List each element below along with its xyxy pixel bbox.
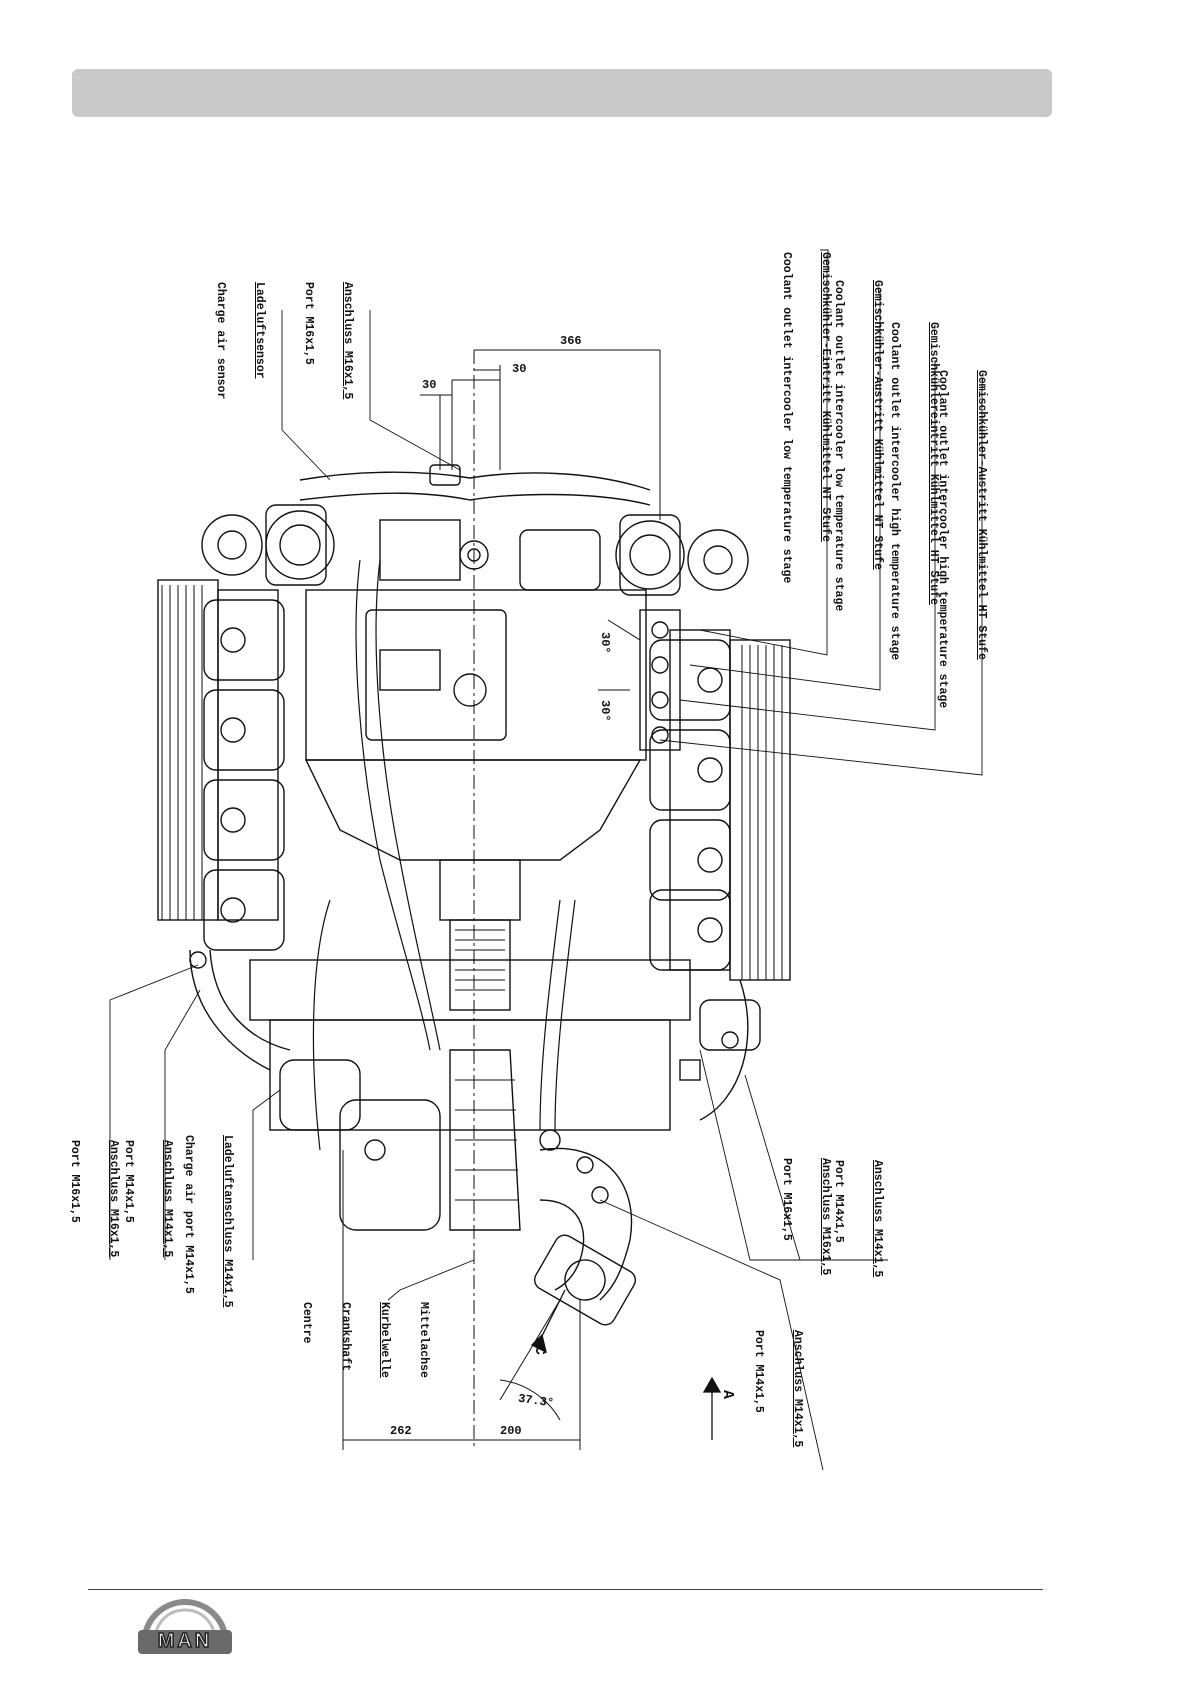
top-manifold xyxy=(299,464,651,591)
callout-nt-inlet-de: Gemischkühler-Eintritt Kühlmittel NT Stu… xyxy=(819,252,832,542)
dim-366: 366 xyxy=(560,334,582,348)
leader-lines xyxy=(109,249,983,1471)
callout-port-m16-left-en: Port M16x1,5 xyxy=(68,1140,81,1223)
callout-crankshaft-en: Crankshaft xyxy=(339,1302,352,1372)
dimension-lines xyxy=(342,349,661,1450)
dim-30-b: 30 xyxy=(422,378,437,392)
right-lower-manifold xyxy=(679,979,761,1121)
angle-30-b: 30° xyxy=(598,700,612,722)
turbochargers xyxy=(201,504,749,596)
callout-port-m16-left: Anschluss M16x1,5 Port M16x1,5 xyxy=(55,1140,146,1257)
left-cylinder-bank xyxy=(157,579,285,951)
view-label-a: A xyxy=(719,1390,736,1400)
exhaust-elbow xyxy=(533,1129,637,1326)
dim-262: 262 xyxy=(390,1424,412,1438)
header-bar xyxy=(72,69,1052,117)
callout-ht-outlet-de: Gemischkühler-Austritt Kühlmittel HT Stu… xyxy=(975,370,988,660)
angle-30-a: 30° xyxy=(598,632,612,654)
callout-charge-air-port-de: Ladeluftanschluss M14x1,5 xyxy=(221,1135,234,1308)
right-cylinder-bank xyxy=(649,629,791,981)
view-label-c: C xyxy=(531,1346,548,1356)
man-logo-icon xyxy=(138,1598,232,1654)
logo-text: MAN xyxy=(157,1629,213,1653)
callout-crankshaft: Mittelachse Kurbelwelle Crankshaft Centr… xyxy=(287,1302,456,1378)
left-cooling-ribs xyxy=(161,585,203,920)
callout-port-m14-right2: Anschluss M14x1,5 Port M14x1,5 xyxy=(739,1330,830,1447)
dim-200: 200 xyxy=(500,1424,522,1438)
callout-ht-inlet-de: Gemischkühlereintritt Kühlmittel HT Stuf… xyxy=(927,322,940,605)
callout-charge-air-sensor-en: Charge air sensor xyxy=(214,282,227,400)
callout-nt-inlet: Gemischkühler-Eintritt Kühlmittel NT Stu… xyxy=(767,252,858,583)
callout-charge-air-sensor-de: Ladeluftsensor xyxy=(253,282,266,379)
callout-crankshaft-de2: Kurbelwelle xyxy=(378,1302,391,1378)
callout-port-m16-top-de: Anschluss M16x1,5 xyxy=(341,282,354,400)
crankcase xyxy=(249,759,691,1131)
callout-port-m14-right2-de: Anschluss M14x1,5 xyxy=(791,1330,804,1448)
lower-left-turbo xyxy=(189,949,441,1231)
callout-port-m16-top-en: Port M16x1,5 xyxy=(302,282,315,365)
intercooler-block xyxy=(305,589,681,761)
callout-crankshaft-en2: Centre xyxy=(300,1302,313,1344)
callout-port-m16-right-en: Port M16x1,5 xyxy=(780,1158,793,1241)
callout-port-m16-left-de: Anschluss M16x1,5 xyxy=(107,1140,120,1258)
dim-30-a: 30 xyxy=(512,362,527,376)
right-cooling-ribs xyxy=(741,645,783,980)
callout-charge-air-sensor: Ladeluftsensor Charge air sensor xyxy=(201,282,292,399)
callout-nt-inlet-en: Coolant outlet intercooler low temperatu… xyxy=(780,252,793,584)
callout-crankshaft-de: Mittelachse xyxy=(417,1302,430,1378)
callout-port-m16-right: Anschluss M16x1,5 Port M16x1,5 xyxy=(767,1158,858,1275)
intake-hose xyxy=(449,1049,521,1231)
callout-port-m14-right1-de: Anschluss M14x1,5 xyxy=(871,1160,884,1278)
callout-port-m16-top: Anschluss M16x1,5 Port M16x1,5 xyxy=(289,282,380,399)
callout-port-m14-right2-en: Port M14x1,5 xyxy=(752,1330,765,1413)
callout-port-m16-right-de: Anschluss M16x1,5 xyxy=(819,1158,832,1276)
pipes xyxy=(312,559,576,1151)
view-arrows xyxy=(530,1289,722,1440)
callout-nt-outlet-de: Gemischkühler-Austritt Kühlmittel NT Stu… xyxy=(871,280,884,570)
footer-rule xyxy=(88,1589,1043,1590)
callout-port-m14-left-de: Anschluss M14x1,5 xyxy=(161,1140,174,1258)
